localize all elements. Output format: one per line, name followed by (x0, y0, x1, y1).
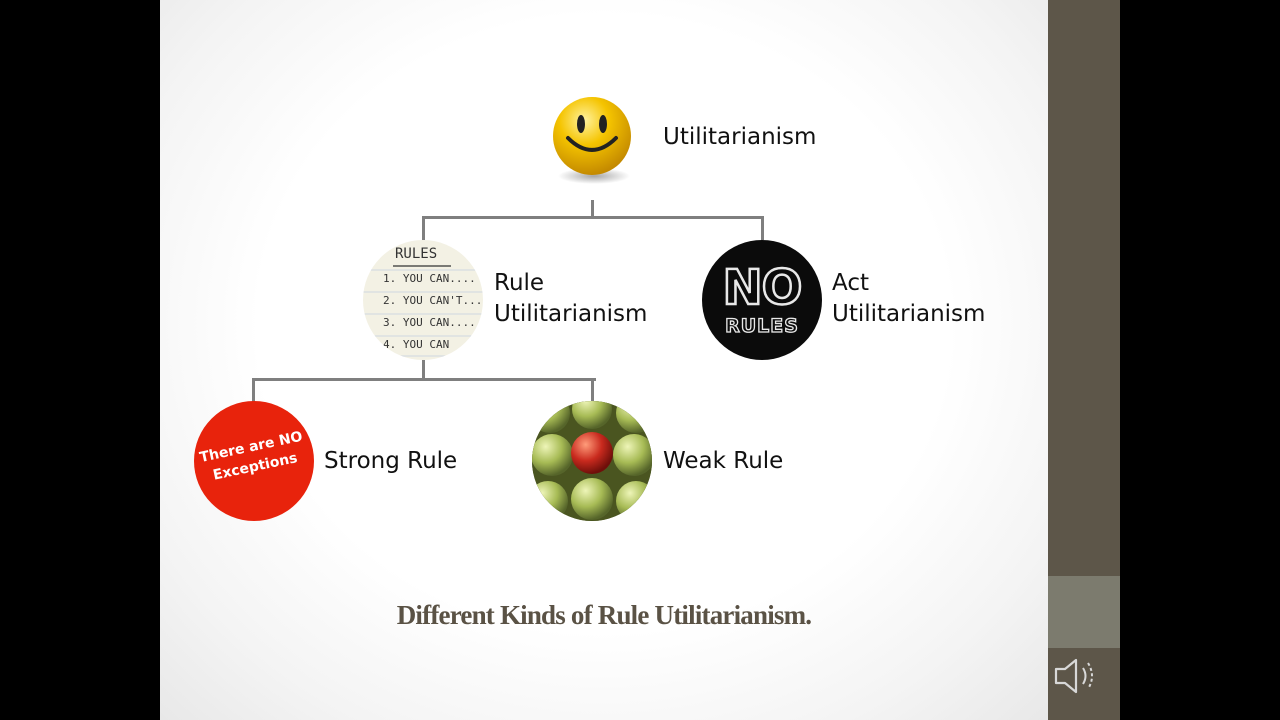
strong-rule-label: Strong Rule (324, 448, 458, 474)
connector-rule-drop (422, 216, 425, 240)
connector-rule-stem (422, 360, 425, 380)
no-rules-icon: NO RULES (702, 240, 822, 360)
rule-utilitarianism-label-line1: Rule (494, 270, 545, 296)
act-utilitarianism-label-line2: Utilitarianism (832, 301, 986, 327)
rules-note-item-3: 3. YOU CAN.... (383, 316, 476, 329)
no-rules-small-text: RULES (724, 314, 799, 337)
rules-note-item-1: 1. YOU CAN.... (383, 272, 476, 285)
utilitarianism-label: Utilitarianism (663, 124, 817, 150)
no-rules-big-text: NO (721, 259, 803, 318)
no-exceptions-icon: There are NO Exceptions (194, 401, 314, 521)
rules-note-item-2: 2. YOU CAN'T... (383, 294, 483, 307)
sidebar-accent-block (1048, 576, 1120, 648)
connector-rule-bar (252, 378, 596, 381)
slide: Utilitarianism RULES 1. YOU CAN.... 2. Y… (160, 0, 1048, 720)
apples-icon (532, 401, 652, 521)
connector-strong-drop (252, 378, 255, 402)
right-letterbox (1120, 0, 1280, 720)
rules-note-item-4: 4. YOU CAN (383, 338, 450, 351)
connector-root-stem (591, 200, 594, 218)
weak-rule-label: Weak Rule (663, 448, 784, 474)
connector-weak-drop (591, 378, 594, 402)
rules-list-icon: RULES 1. YOU CAN.... 2. YOU CAN'T... 3. … (363, 240, 483, 360)
speaker-icon[interactable] (1052, 654, 1100, 702)
slide-caption: Different Kinds of Rule Utilitarianism. (396, 600, 812, 630)
connector-root-bar (422, 216, 764, 219)
act-utilitarianism-label-line1: Act (832, 270, 869, 296)
smiley-face-icon (550, 96, 634, 186)
connector-act-drop (761, 216, 764, 240)
no-exceptions-text-wrap: There are NO Exceptions (194, 401, 314, 521)
rules-note-title: RULES (395, 246, 438, 262)
rule-utilitarianism-label-line2: Utilitarianism (494, 301, 648, 327)
